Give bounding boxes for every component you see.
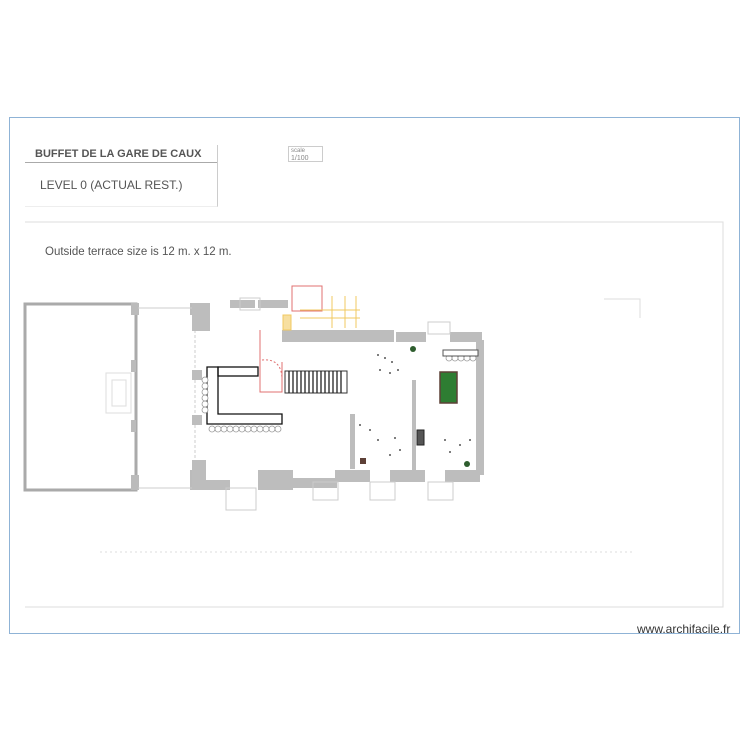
fireplace — [416, 429, 425, 446]
title-block: BUFFET DE LA GARE DE CAUX LEVEL 0 (ACTUA… — [25, 145, 218, 207]
building-walls — [192, 300, 484, 490]
drawing-frame — [9, 117, 740, 634]
sheet-border — [25, 221, 724, 608]
scale-label: scale — [291, 148, 306, 154]
bar-counter — [206, 366, 283, 425]
outside-terrace — [23, 302, 138, 492]
billiard-table — [439, 371, 458, 404]
staircase — [284, 370, 348, 394]
archifacile-credit[interactable]: www.archifacile.fr — [637, 622, 731, 636]
north-marker — [604, 298, 641, 318]
plant-icons — [360, 346, 470, 467]
scale-box: scale 1/100 — [288, 146, 323, 162]
dining-tables — [359, 354, 471, 456]
project-title: BUFFET DE LA GARE DE CAUX — [25, 145, 217, 163]
scale-value: 1/100 — [291, 155, 309, 162]
window-bays — [225, 297, 454, 511]
yellow-stair-outline — [282, 296, 360, 331]
side-counter — [442, 349, 479, 357]
terrace-note: Outside terrace size is 12 m. x 12 m. — [45, 246, 232, 258]
red-stair-outline — [259, 285, 323, 393]
level-title: LEVEL 0 (ACTUAL REST.) — [40, 178, 183, 192]
